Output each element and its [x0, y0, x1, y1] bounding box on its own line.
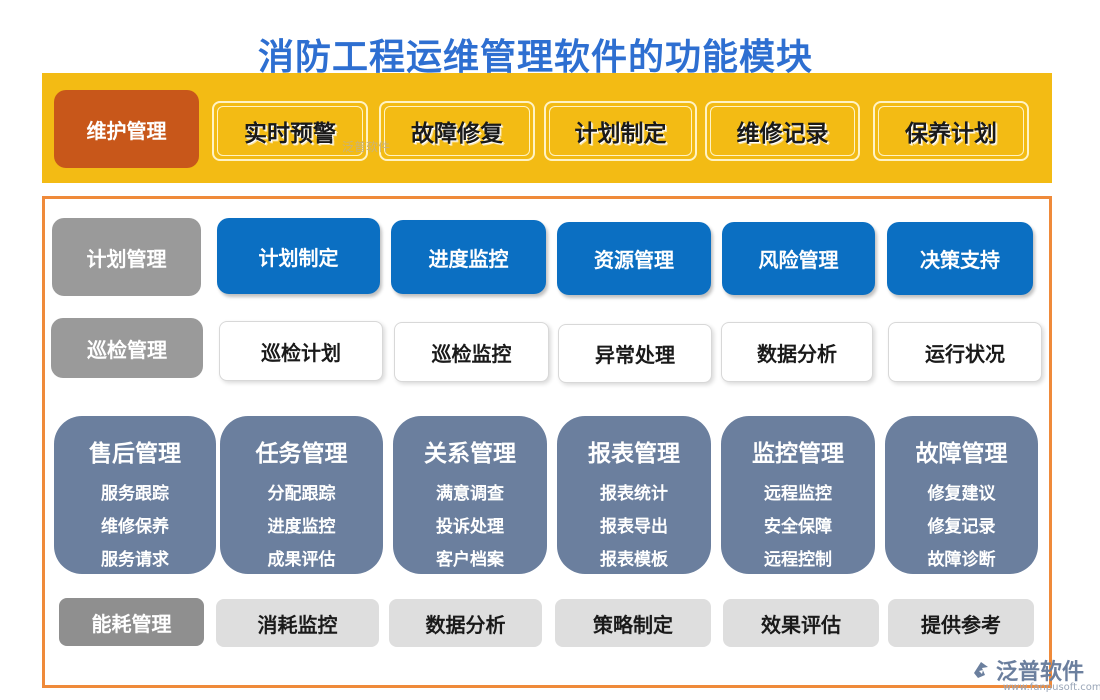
planning-item-decision-support[interactable]: 决策支持: [887, 222, 1033, 295]
card-title: 报表管理: [588, 441, 680, 467]
card-title: 任务管理: [255, 441, 348, 467]
card-title: 售后管理: [89, 441, 181, 467]
card-subitem: 投诉处理: [436, 517, 504, 537]
maintenance-item-fault-repair[interactable]: 故障修复: [379, 101, 535, 161]
card-task-mgmt[interactable]: 任务管理 分配跟踪 进度监控 成果评估: [220, 416, 383, 574]
planning-item-risk-mgmt[interactable]: 风险管理: [722, 222, 875, 295]
planning-item-plan-making[interactable]: 计划制定: [217, 218, 380, 294]
energy-item-consumption-monitor[interactable]: 消耗监控: [216, 599, 379, 647]
inspection-item-operation-status[interactable]: 运行状况: [888, 322, 1042, 382]
card-subitem: 报表统计: [600, 484, 668, 504]
maintenance-item-upkeep-plan[interactable]: 保养计划: [873, 101, 1029, 161]
modules-frame: [42, 196, 1052, 688]
energy-item-provide-reference[interactable]: 提供参考: [888, 599, 1034, 647]
card-subitem: 进度监控: [267, 517, 336, 537]
card-fault-mgmt[interactable]: 故障管理 修复建议 修复记录 故障诊断: [885, 416, 1038, 574]
energy-item-strategy-making[interactable]: 策略制定: [555, 599, 711, 647]
card-subitem: 成果评估: [267, 550, 336, 570]
page-title: 消防工程运维管理软件的功能模块: [258, 37, 814, 78]
maintenance-item-realtime-alert[interactable]: 实时预警: [212, 101, 368, 161]
brand-logo: 泛普软件: [970, 654, 1084, 686]
card-subitem: 服务请求: [101, 550, 169, 570]
maintenance-item-plan-making[interactable]: 计划制定: [544, 101, 697, 161]
card-title: 故障管理: [915, 441, 1008, 467]
planning-item-progress-monitor[interactable]: 进度监控: [391, 220, 546, 294]
card-subitem: 修复建议: [927, 484, 996, 504]
maintenance-label[interactable]: 维护管理: [54, 90, 199, 168]
inspection-item-data-analysis[interactable]: 数据分析: [721, 322, 873, 382]
brand-url: www.fanpusoft.com: [1003, 682, 1100, 693]
energy-label[interactable]: 能耗管理: [59, 598, 204, 646]
card-report-mgmt[interactable]: 报表管理 报表统计 报表导出 报表模板: [557, 416, 711, 574]
card-subitem: 维修保养: [101, 517, 169, 537]
card-subitem: 安全保障: [764, 517, 832, 537]
inspection-label[interactable]: 巡检管理: [51, 318, 203, 378]
card-subitem: 满意调查: [436, 484, 504, 504]
fanpu-logo-icon: [974, 662, 988, 678]
brand-name: 泛普软件: [996, 660, 1085, 685]
card-subitem: 报表模板: [600, 550, 668, 570]
card-subitem: 分配跟踪: [267, 484, 336, 504]
maintenance-band: [42, 73, 1052, 183]
card-title: 监控管理: [752, 441, 844, 467]
card-subitem: 服务跟踪: [101, 484, 169, 504]
card-subitem: 故障诊断: [927, 550, 996, 570]
card-relation-mgmt[interactable]: 关系管理 满意调查 投诉处理 客户档案: [393, 416, 547, 574]
inspection-item-patrol-plan[interactable]: 巡检计划: [219, 321, 383, 381]
planning-item-resource-mgmt[interactable]: 资源管理: [557, 222, 711, 295]
card-subitem: 客户档案: [436, 550, 504, 570]
card-subitem: 远程控制: [764, 550, 832, 570]
energy-item-effect-evaluation[interactable]: 效果评估: [723, 599, 879, 647]
card-subitem: 报表导出: [600, 517, 668, 537]
watermark: 泛普软件: [342, 140, 391, 154]
card-subitem: 修复记录: [927, 517, 996, 537]
card-subitem: 远程监控: [764, 484, 832, 504]
maintenance-item-repair-record[interactable]: 维修记录: [705, 101, 860, 161]
planning-label[interactable]: 计划管理: [52, 218, 201, 296]
card-monitor-mgmt[interactable]: 监控管理 远程监控 安全保障 远程控制: [721, 416, 875, 574]
card-after-sales[interactable]: 售后管理 服务跟踪 维修保养 服务请求: [54, 416, 216, 574]
inspection-item-exception-handling[interactable]: 异常处理: [558, 324, 712, 383]
energy-item-data-analysis[interactable]: 数据分析: [389, 599, 542, 647]
inspection-item-patrol-monitor[interactable]: 巡检监控: [394, 322, 549, 382]
card-title: 关系管理: [424, 441, 516, 467]
